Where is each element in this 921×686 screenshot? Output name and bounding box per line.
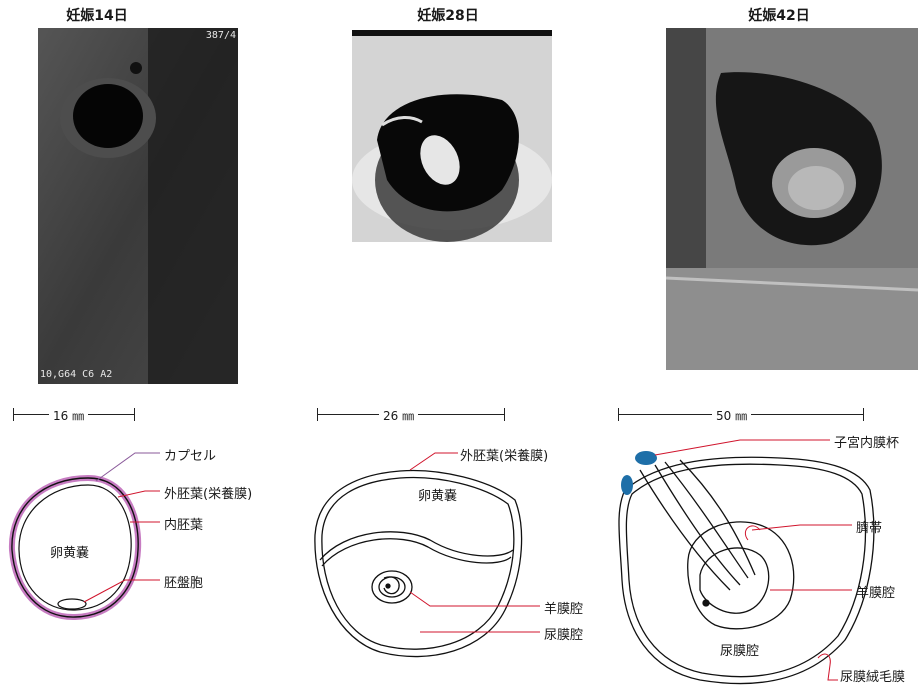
amnion-outer: [372, 571, 412, 603]
cord-loop: [745, 526, 760, 540]
label-chorioallantois: 尿膜絨毛膜: [840, 666, 905, 685]
endometrial-cup-top: [635, 451, 657, 465]
leader-chorioallantois: [818, 654, 838, 680]
endometrial-cup-left: [621, 475, 633, 495]
leader-amnion: [410, 592, 540, 606]
label-ectoderm: 外胚葉(栄養膜): [164, 483, 252, 502]
label-umbilical-cord: 臍帯: [856, 517, 882, 536]
label-endoderm: 内胚葉: [164, 514, 203, 533]
label-amnion: 羊膜腔: [544, 598, 583, 617]
yolk-sac-partition: [320, 532, 513, 560]
label-capsule: カプセル: [164, 445, 216, 464]
blastodisc-shape: [58, 599, 86, 609]
diagram-day14: [12, 453, 160, 617]
label-yolk-sac: 卵黄嚢: [418, 485, 457, 504]
label-amnion: 羊膜腔: [856, 582, 895, 601]
yolk-sac-partition-inner: [322, 539, 511, 566]
leader-endometrial-cups: [655, 440, 830, 455]
label-allantois: 尿膜腔: [720, 640, 759, 659]
embryo-heart: [386, 584, 390, 588]
diagram-day28: [315, 453, 540, 657]
leader-ectoderm: [410, 453, 458, 470]
label-yolk-sac: 卵黄嚢: [50, 542, 89, 561]
label-ectoderm: 外胚葉(栄養膜): [460, 445, 548, 464]
label-allantois: 尿膜腔: [544, 624, 583, 643]
label-endometrial-cups: 子宮内膜杯: [834, 432, 899, 451]
leader-capsule: [96, 453, 160, 481]
umbilical-cord-right: [655, 465, 740, 585]
embryo-eye: [703, 600, 709, 606]
label-blastodisc: 胚盤胞: [164, 572, 203, 591]
